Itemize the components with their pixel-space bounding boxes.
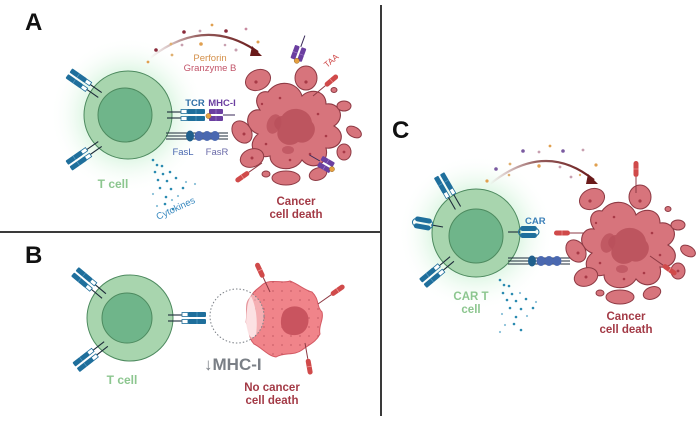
arrow-head-icon-c <box>586 174 598 184</box>
cytotoxic-arrow-c <box>489 159 595 185</box>
car-t-label-line2: cell <box>461 304 480 316</box>
granules <box>146 23 260 64</box>
t-cell-label-b: T cell <box>107 373 138 387</box>
mhc-i-upper <box>288 33 312 66</box>
granzyme-label: Granzyme B <box>184 63 237 74</box>
arrow-head-icon <box>250 46 262 56</box>
car-t-label-line1: CAR T <box>453 291 488 303</box>
mhc-i-complex <box>205 108 236 122</box>
cytokine-dots-c <box>498 278 538 334</box>
car-label: CAR <box>525 216 546 227</box>
car-t-cell <box>431 188 521 278</box>
tcr-receptor-unbound-b <box>167 311 207 325</box>
outcome-line2-a: cell death <box>269 209 322 221</box>
perforin-label: Perforin <box>193 53 226 64</box>
t-cell-nucleus <box>101 292 153 344</box>
taa-antigen-b2 <box>316 283 347 307</box>
taa-label: TAA <box>322 51 341 69</box>
outcome-line1-c: Cancer <box>607 311 647 323</box>
mhc-label: MHC-I <box>208 98 235 109</box>
t-cell-a <box>83 70 173 160</box>
t-cell-label-a: T cell <box>98 177 129 191</box>
cytotoxic-arrow <box>149 33 259 59</box>
t-cell-b <box>86 274 174 362</box>
fasr-label: FasR <box>206 147 229 158</box>
outcome-line1-a: Cancer <box>277 196 317 208</box>
taa-antigen-bound <box>553 230 587 236</box>
cancer-cell-dying-c <box>561 183 698 305</box>
panel-b: B ↓MHC-I T cell No cancer cell death <box>25 242 347 407</box>
panel-letter-b: B <box>25 242 42 269</box>
mhc-downregulation-label: ↓MHC-I <box>204 355 262 374</box>
t-cell-nucleus <box>97 87 153 143</box>
panel-a: A Perforin Granzyme B TCR MHC-I F <box>25 9 364 223</box>
cancer-nucleus <box>280 306 309 336</box>
missing-mhc-outline <box>209 288 265 344</box>
panel-letter-c: C <box>392 117 409 144</box>
outcome-line2-c: cell death <box>599 324 652 336</box>
panel-letter-a: A <box>25 9 42 36</box>
cancer-cell-dying-a <box>227 64 364 186</box>
fasl-label: FasL <box>172 147 193 158</box>
t-cell-nucleus <box>448 208 504 264</box>
panel-c: C <box>392 117 698 336</box>
outcome-line1-b: No cancer <box>244 382 300 394</box>
cytokine-dots <box>151 158 197 211</box>
tcr-label: TCR <box>185 98 205 109</box>
granules-c <box>485 144 598 183</box>
cancer-cell-alive <box>209 280 323 358</box>
cytokines-label: Cytokines <box>155 195 198 223</box>
outcome-line2-b: cell death <box>245 395 298 407</box>
